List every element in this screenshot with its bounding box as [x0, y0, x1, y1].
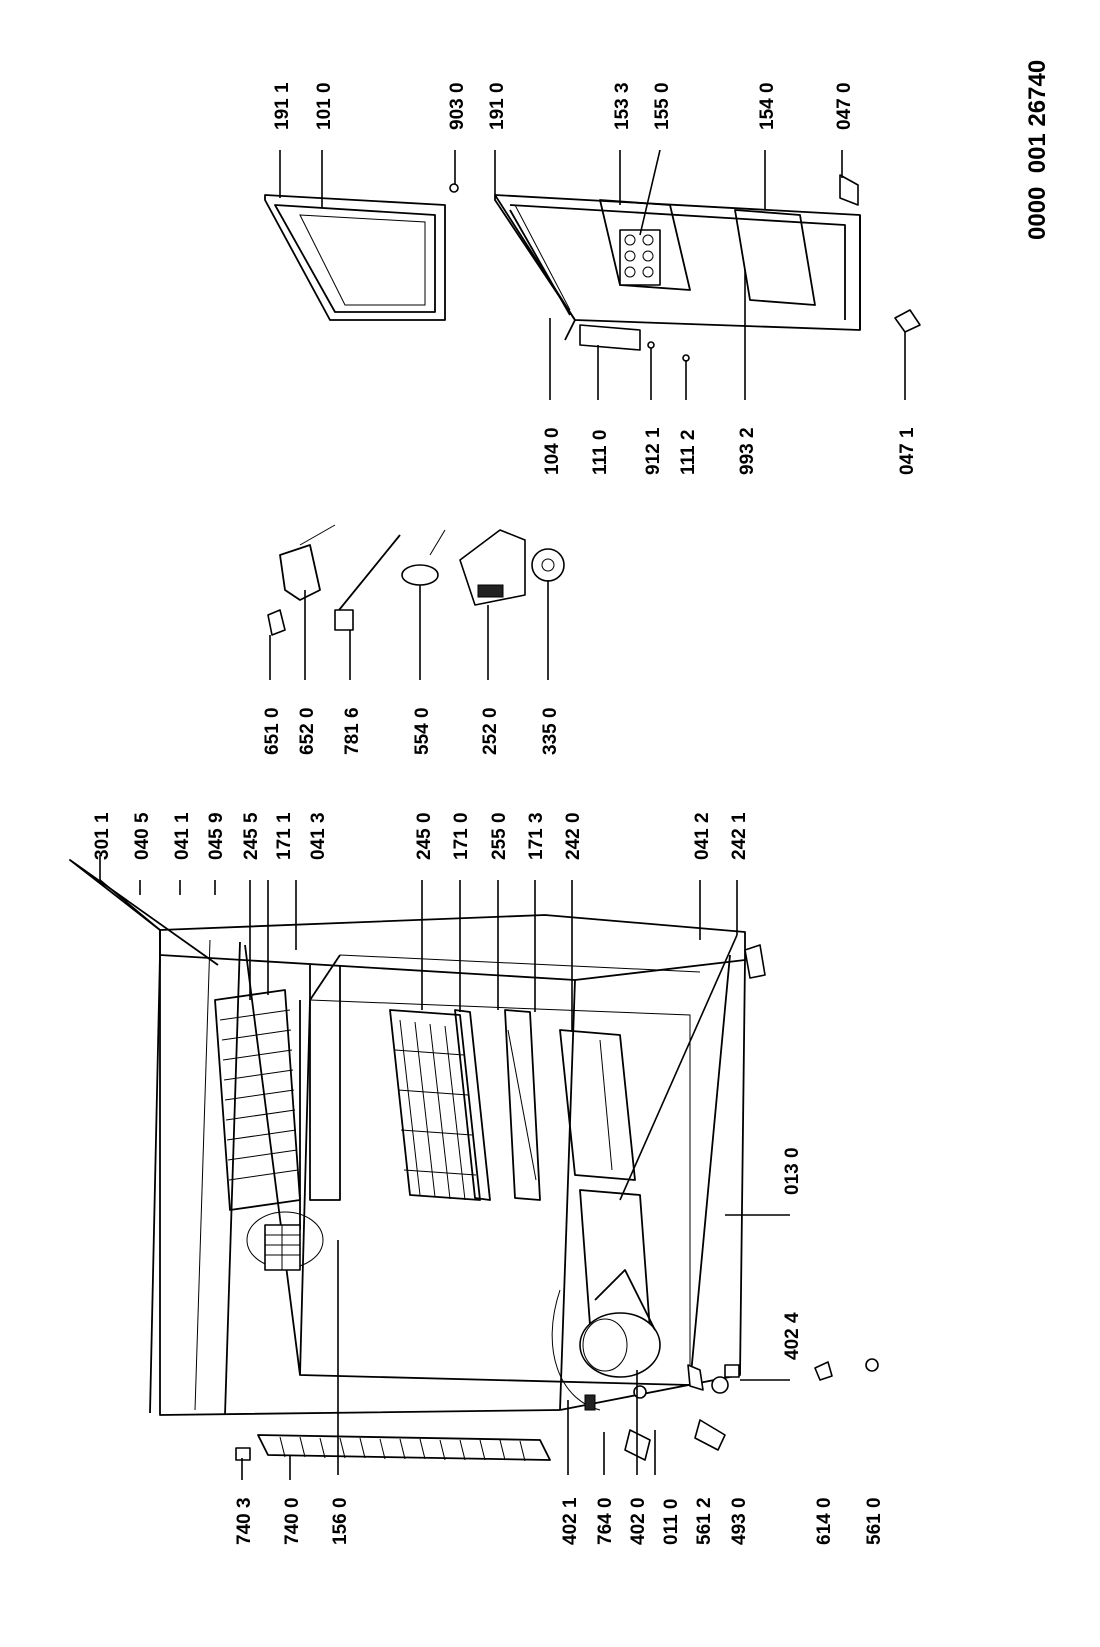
part-label-041-3: 041 3 — [308, 812, 329, 860]
part-label-740-3: 740 3 — [234, 1497, 255, 1545]
part-label-013-0: 013 0 — [782, 1147, 803, 1195]
part-label-912-1: 912 1 — [643, 427, 664, 475]
part-label-301-1: 301 1 — [92, 812, 113, 860]
part-label-402-4: 402 4 — [782, 1312, 803, 1360]
leader-lines — [99, 149, 906, 1480]
part-label-245-0: 245 0 — [414, 812, 435, 860]
part-labels: 301 1 040 5 041 1 045 9 245 5 171 1 041 … — [92, 60, 1051, 1545]
part-label-740-0: 740 0 — [282, 1497, 303, 1545]
part-label-104-0: 104 0 — [542, 427, 563, 475]
part-label-781-6: 781 6 — [342, 707, 363, 755]
part-label-191-1: 191 1 — [272, 82, 293, 130]
part-label-011-0: 011 0 — [661, 1499, 682, 1546]
part-label-171-3: 171 3 — [526, 812, 547, 860]
part-label-554-0: 554 0 — [412, 707, 433, 755]
document-number: 0000 001 26740 — [1024, 60, 1051, 240]
part-label-041-1: 041 1 — [172, 812, 193, 860]
part-label-156-0: 156 0 — [330, 1497, 351, 1545]
part-label-252-0: 252 0 — [480, 707, 501, 755]
part-label-245-5: 245 5 — [241, 812, 262, 860]
loose-parts — [235, 1358, 879, 1461]
thermostat-lamp-parts — [267, 524, 565, 636]
part-label-047-0: 047 0 — [834, 82, 855, 130]
part-label-242-0: 242 0 — [563, 812, 584, 860]
part-label-171-0: 171 0 — [451, 812, 472, 860]
part-label-335-0: 335 0 — [540, 707, 561, 755]
part-label-191-0: 191 0 — [487, 82, 508, 130]
part-label-101-0: 101 0 — [314, 82, 335, 130]
part-label-154-0: 154 0 — [757, 82, 778, 130]
part-label-047-1: 047 1 — [897, 427, 918, 475]
part-label-402-0: 402 0 — [628, 1497, 649, 1545]
freezer-door — [264, 194, 446, 321]
part-label-255-0: 255 0 — [489, 812, 510, 860]
part-label-651-0: 651 0 — [262, 707, 283, 755]
part-label-764-0: 764 0 — [595, 1497, 616, 1545]
refrigerator-cabinet — [69, 859, 766, 1462]
part-label-561-0: 561 0 — [864, 1497, 885, 1545]
part-label-242-1: 242 1 — [729, 812, 750, 860]
part-label-993-2: 993 2 — [737, 427, 758, 475]
part-label-561-2: 561 2 — [694, 1497, 715, 1545]
part-label-041-2: 041 2 — [692, 812, 713, 860]
fridge-door — [494, 194, 861, 351]
part-label-111-2: 111 2 — [678, 430, 699, 475]
part-label-111-0: 111 0 — [590, 430, 611, 475]
part-label-652-0: 652 0 — [297, 707, 318, 755]
part-label-153-3: 153 3 — [612, 82, 633, 130]
part-label-614-0: 614 0 — [814, 1497, 835, 1545]
part-label-171-1: 171 1 — [274, 812, 295, 860]
part-label-493-0: 493 0 — [729, 1497, 750, 1545]
foot-parts — [449, 174, 921, 362]
part-label-903-0: 903 0 — [447, 82, 468, 130]
part-label-155-0: 155 0 — [652, 82, 673, 130]
part-label-402-1: 402 1 — [560, 1497, 581, 1545]
part-label-040-5: 040 5 — [132, 812, 153, 860]
part-label-045-9: 045 9 — [206, 812, 227, 860]
